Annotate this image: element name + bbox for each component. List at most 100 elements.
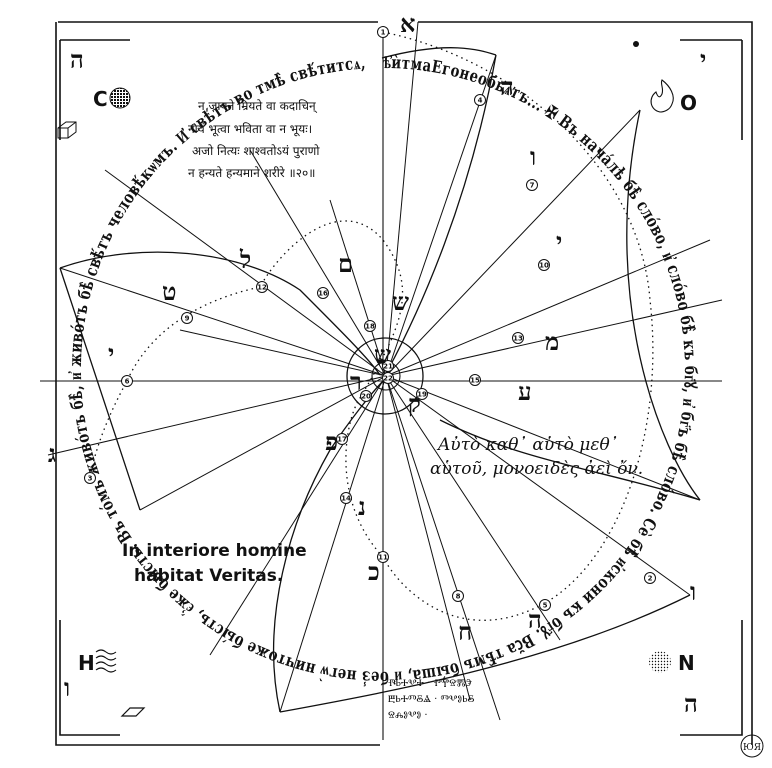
- flame-icon: [650, 79, 674, 113]
- glagolitic-line-1: ⰒⰓⰀⰂⰀ · ⰒⰉⰔⰏⰅ: [388, 678, 472, 689]
- numbered-point-label: 19: [417, 391, 427, 399]
- latin-line-2: habitat Veritas.: [134, 566, 283, 586]
- water-waves-icon: [95, 649, 117, 673]
- hebrew-letter-marker: ג: [48, 439, 56, 468]
- center-hebrew-letter: ש: [374, 340, 391, 369]
- numbered-point-17: 17: [336, 433, 348, 445]
- numbered-point-20: 20: [360, 390, 372, 402]
- numbered-point-16: 16: [317, 287, 329, 299]
- numbered-point-14: 14: [340, 492, 352, 504]
- corner-label-o: O: [680, 91, 697, 115]
- numbered-point-label: 5: [543, 602, 548, 610]
- dotted-spiral: [89, 31, 654, 621]
- numbered-point-label: 2: [648, 575, 653, 583]
- dotted-sphere-icon: [649, 651, 671, 673]
- numbered-point-label: 16: [318, 290, 328, 298]
- hebrew-letter-marker: ה: [500, 72, 514, 101]
- numbered-point-8: 8: [452, 590, 464, 602]
- numbered-point-5: 5: [539, 599, 551, 611]
- numbered-point-label: 10: [539, 262, 549, 270]
- numbered-point-15: 15: [469, 374, 481, 386]
- hebrew-letter-marker: י: [108, 339, 114, 368]
- corner-label-n: N: [678, 651, 695, 675]
- numbered-point-7: 7: [526, 179, 538, 191]
- hebrew-letter-marker: ש: [392, 287, 409, 316]
- corner-o: O י: [633, 41, 706, 115]
- numbered-point-10: 10: [538, 259, 550, 271]
- numbered-point-label: 20: [361, 393, 371, 401]
- numbered-point-4: 4: [474, 94, 486, 106]
- sphere-icon: [109, 87, 131, 109]
- numbered-point-label: 4: [478, 97, 483, 105]
- hebrew-letter-marker: מ: [545, 327, 559, 356]
- numbered-point-12: 12: [256, 281, 268, 293]
- numbered-point-18: 18: [364, 320, 376, 332]
- glagolitic-line-3: ⰔⰎⰑⰂⰑ ·: [388, 710, 428, 721]
- corner-h: H ו: [64, 649, 146, 717]
- sweep-curves: [59, 47, 701, 713]
- hebrew-letter-marker: ח: [458, 617, 472, 646]
- sanskrit-line-1: न जायते म्रियते वा कदाचिन्: [198, 99, 318, 114]
- corner-c: C ה: [57, 45, 131, 139]
- sanskrit-line-3: अजो नित्यः शाश्वतोऽयं पुराणो: [192, 144, 320, 159]
- latin-quote: In interiore homine habitat Veritas.: [122, 541, 307, 586]
- hebrew-letter-marker: ק: [408, 389, 421, 418]
- numbered-point-3: 3: [84, 472, 96, 484]
- glagolitic-line-2: ⰁⰓⰀⰕⰋⰡ · ⰕⰂⰑⰓⰋ: [388, 694, 475, 705]
- numbered-point-label: 14: [341, 495, 351, 503]
- numbered-point-label: 11: [378, 554, 388, 562]
- numbered-point-21: 21: [382, 360, 394, 372]
- cube-icon: [57, 121, 77, 139]
- sanskrit-line-4: न हन्यते हन्यमाने शरीरे ॥२०॥: [188, 166, 315, 180]
- monogram-text: ЮЯ: [743, 743, 761, 753]
- numbered-point-label: 6: [125, 378, 130, 386]
- hebrew-letter-marker: ר: [350, 367, 362, 396]
- greek-line-1: Αὐτὸ καθ᾽ αὑτὸ μεθ᾽: [436, 435, 618, 455]
- numbered-point-19: 19: [416, 388, 428, 400]
- numbered-point-label: 3: [88, 475, 93, 483]
- numbered-point-label: 7: [530, 182, 535, 190]
- tablet-icon: [120, 707, 146, 717]
- numbered-point-11: 11: [377, 551, 389, 563]
- greek-quote: Αὐτὸ καθ᾽ αὑτὸ μεθ᾽ αὑτοῦ, μονοειδὲς ἀεὶ…: [430, 435, 643, 479]
- numbered-point-2: 2: [644, 572, 656, 584]
- numbered-point-label: 12: [257, 284, 267, 292]
- numbered-point-label: 13: [513, 335, 523, 343]
- hebrew-letter-marker: נ: [358, 492, 366, 521]
- corner-hebrew-tr: י: [700, 45, 706, 74]
- numbered-point-label: 21: [383, 363, 393, 371]
- numbered-point-13: 13: [512, 332, 524, 344]
- sanskrit-verse: न जायते म्रियते वा कदाचिन् नायं भूत्वा भ…: [188, 99, 320, 180]
- numbered-point-label: 1: [381, 29, 386, 37]
- hebrew-letter-marker: ט: [162, 277, 177, 306]
- hebrew-letter-marker: ו: [690, 577, 696, 606]
- numbered-point-label: 17: [337, 436, 347, 444]
- dot-icon: [633, 41, 639, 47]
- spokes: [47, 21, 723, 721]
- sanskrit-line-2: नायं भूत्वा भविता वा न भूयः।: [188, 122, 312, 137]
- numbered-point-label: 8: [456, 593, 461, 601]
- hebrew-letter-marker: ם: [338, 249, 353, 278]
- corner-hebrew-br: ה: [684, 689, 698, 718]
- numbered-point-label: 18: [365, 323, 375, 331]
- numbered-point-label: 9: [185, 315, 190, 323]
- corner-label-h: H: [78, 651, 95, 675]
- corner-label-c: C: [93, 87, 108, 111]
- hebrew-letter-marker: ע: [518, 377, 532, 406]
- hebrew-letter-marker: ל: [239, 245, 251, 274]
- aleph-letter: א: [400, 9, 415, 38]
- hebrew-letter-marker: ו: [530, 142, 536, 171]
- outer-frame: [55, 21, 753, 746]
- glagolitic-text: ⰒⰓⰀⰂⰀ · ⰒⰉⰔⰏⰅ ⰁⰓⰀⰕⰋⰡ · ⰕⰂⰑⰓⰋ ⰔⰎⰑⰂⰑ ·: [388, 678, 475, 721]
- hebrew-letter-marker: כ: [368, 557, 380, 586]
- numbered-point-9: 9: [181, 312, 193, 324]
- numbered-point-6: 6: [121, 375, 133, 387]
- greek-line-2: αὑτοῦ, μονοειδὲς ἀεὶ ὄν.: [430, 459, 643, 479]
- artist-monogram: ЮЯ: [740, 734, 764, 758]
- hebrew-letter-marker: י: [556, 227, 562, 256]
- inner-circle: [346, 337, 424, 415]
- numbered-point-1: 1: [377, 26, 389, 38]
